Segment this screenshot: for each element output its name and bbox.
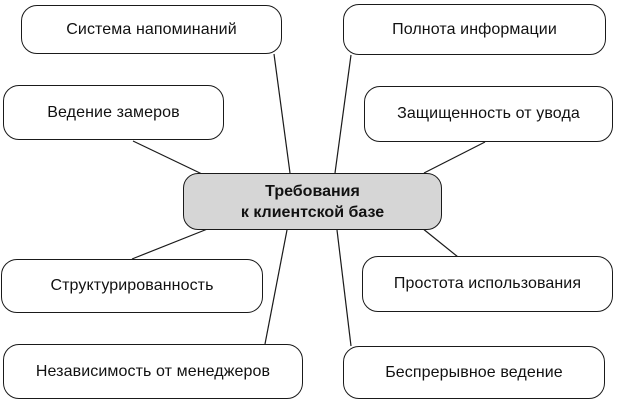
center-node-client-base-requirements: Требования к клиентской базе — [183, 173, 442, 230]
node-manager-independence: Независимость от менеджеров — [3, 344, 303, 399]
node-measurements-tracking: Ведение замеров — [3, 85, 224, 140]
center-node-label-line2: к клиентской базе — [240, 203, 385, 221]
node-label: Беспрерывное ведение — [385, 363, 563, 381]
connector-ease-of-use — [421, 227, 459, 258]
center-node-label-line1: Требования — [265, 182, 360, 200]
node-label: Структурированность — [50, 277, 214, 294]
node-label: Ведение замеров — [47, 103, 180, 121]
node-label: Независимость от менеджеров — [35, 362, 271, 380]
node-label: Простота использования — [393, 275, 582, 292]
node-theft-protection: Защищенность от увода — [364, 86, 613, 142]
node-structuredness: Структурированность — [1, 259, 263, 313]
connector-theft-protection — [423, 141, 486, 174]
connector-information-completeness — [334, 54, 352, 174]
node-ease-of-use: Простота использования — [362, 256, 613, 312]
connector-continuous-maintenance — [336, 229, 352, 347]
node-reminder-system: Система напоминаний — [21, 5, 282, 54]
node-label: Полнота информации — [392, 20, 557, 38]
connector-reminder-system — [273, 53, 291, 174]
connector-manager-independence — [264, 229, 288, 345]
node-label: Система напоминаний — [66, 20, 237, 38]
connector-measurements-tracking — [132, 140, 203, 175]
connector-structuredness — [131, 227, 211, 260]
node-information-completeness: Полнота информации — [343, 4, 606, 55]
node-label: Защищенность от увода — [397, 105, 580, 122]
node-continuous-maintenance: Беспрерывное ведение — [343, 346, 605, 399]
